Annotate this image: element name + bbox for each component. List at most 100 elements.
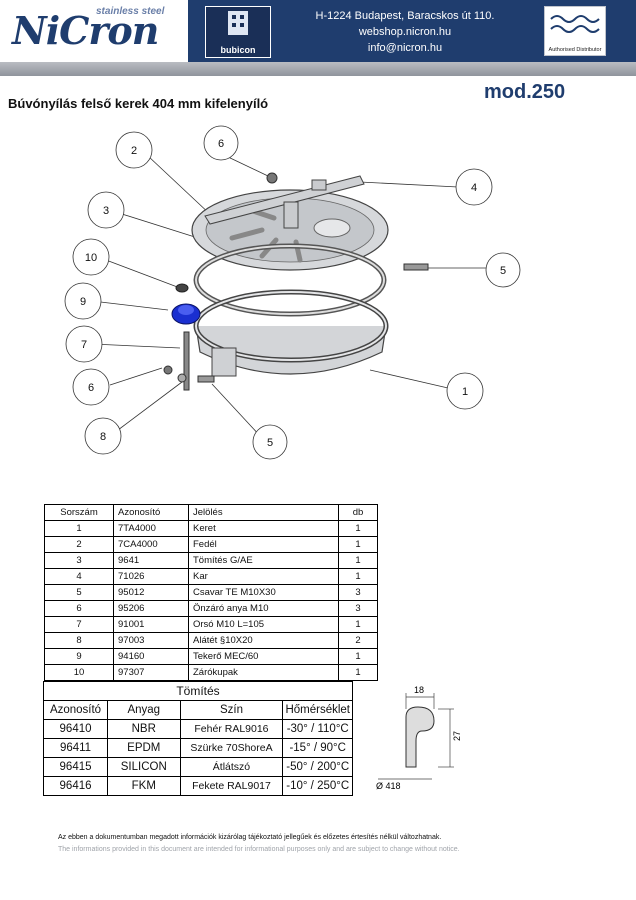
table-cell: 95206 <box>113 600 189 617</box>
col-header: Azonosító <box>113 504 189 521</box>
table-cell: 2 <box>338 632 378 649</box>
seal-profile-drawing: 18 27 Ø 418 <box>376 685 462 791</box>
table-cell: 1 <box>338 616 378 633</box>
table-cell: 7CA4000 <box>113 536 189 553</box>
disclaimer-en: The informations provided in this docume… <box>58 846 460 853</box>
table-cell: 4 <box>44 568 114 585</box>
table-cell: 91001 <box>113 616 189 633</box>
table-cell: 7 <box>44 616 114 633</box>
table-cell: FKM <box>107 776 181 796</box>
bubicon-label: bubicon <box>220 45 256 55</box>
table-cell: Átlátszó <box>179 757 284 777</box>
bolt-bottom <box>197 375 215 383</box>
bolt-right <box>403 263 429 271</box>
col-header: db <box>338 504 378 521</box>
parts-header-row: Sorszám Azonosító Jelölés db <box>44 504 378 521</box>
table-cell: 3 <box>338 600 378 617</box>
callout-3: 3 <box>103 205 109 217</box>
seal-profile <box>405 706 435 768</box>
table-cell: Csavar TE M10X30 <box>188 584 339 601</box>
email-link[interactable]: info@nicron.hu <box>367 42 443 54</box>
table-cell: 96410 <box>42 719 109 739</box>
callout-5a: 5 <box>500 265 506 277</box>
table-cell: 94160 <box>113 648 189 665</box>
table-cell: 10 <box>44 664 114 681</box>
table-cell: 9641 <box>113 552 189 569</box>
callout-9: 9 <box>80 296 86 308</box>
table-cell: -10° / 250°C <box>282 776 353 796</box>
dim-diameter: Ø 418 <box>376 781 401 791</box>
col-header: Szín <box>179 700 284 720</box>
table-cell: -30° / 110°C <box>282 719 353 739</box>
callout-5b: 5 <box>267 437 273 449</box>
cap <box>175 283 189 293</box>
table-cell: SILICON <box>107 757 181 777</box>
table-cell: 96415 <box>42 757 109 777</box>
disclaimer-hu: Az ebben a dokumentumban megadott inform… <box>58 834 442 841</box>
table-cell: 1 <box>338 520 378 537</box>
callout-7: 7 <box>81 339 87 351</box>
header-stripe <box>0 62 636 76</box>
table-cell: 97003 <box>113 632 189 649</box>
table-cell: Tömítés G/AE <box>188 552 339 569</box>
table-cell: 1 <box>338 552 378 569</box>
callout-4: 4 <box>471 182 477 194</box>
authorized-label: Authorised Distributor <box>548 47 602 53</box>
table-cell: 8 <box>44 632 114 649</box>
col-header: Jelölés <box>188 504 339 521</box>
table-cell: Keret <box>188 520 339 537</box>
table-cell: 5 <box>44 584 114 601</box>
table-cell: 9 <box>44 648 114 665</box>
seal-header-row: Azonosító Anyag Szín Hőmérséklet <box>42 700 353 720</box>
seal-caption: Tömítés <box>43 681 353 701</box>
table-cell: Fedél <box>188 536 339 553</box>
col-header: Anyag <box>107 700 181 720</box>
bubicon-icon <box>228 11 248 35</box>
table-cell: 1 <box>338 648 378 665</box>
table-cell: 1 <box>338 664 378 681</box>
table-cell: 97307 <box>113 664 189 681</box>
page-title: Búvónyílás felső kerek 404 mm kifelenyíl… <box>8 96 269 111</box>
spindle <box>183 331 190 391</box>
table-cell: 3 <box>44 552 114 569</box>
table-cell: -15° / 90°C <box>282 738 353 758</box>
header-bar: stainless steel NiCron bubicon H-1224 Bu… <box>0 0 636 62</box>
table-cell: Fehér RAL9016 <box>179 719 284 739</box>
table-cell: 6 <box>44 600 114 617</box>
callout-2: 2 <box>131 145 137 157</box>
model-number: mod.250 <box>484 81 566 103</box>
table-cell: 1 <box>44 520 114 537</box>
seal-table: Tömítés Azonosító Anyag Szín Hőmérséklet… <box>42 681 353 796</box>
table-cell: Tekerő MEC/60 <box>188 648 339 665</box>
col-header: Sorszám <box>44 504 114 521</box>
alfa-laval-icon <box>550 15 600 33</box>
table-cell: Szürke 70ShoreA <box>179 738 284 758</box>
table-cell: Kar <box>188 568 339 585</box>
address: H-1224 Budapest, Baracskos út 110. <box>315 10 495 22</box>
exploded-drawing: 2 6 4 3 10 5 9 7 6 1 8 5 <box>64 125 521 460</box>
callout-6b: 6 <box>88 382 94 394</box>
footer: Az ebben a dokumentumban megadott inform… <box>58 832 460 856</box>
table-cell: 3 <box>338 584 378 601</box>
table-cell: 2 <box>44 536 114 553</box>
table-cell: 96416 <box>42 776 109 796</box>
dim-height: 27 <box>452 731 462 741</box>
web-link[interactable]: webshop.nicron.hu <box>358 26 452 38</box>
table-cell: Zárókupak <box>188 664 339 681</box>
callout-8: 8 <box>100 431 106 443</box>
col-header: Azonosító <box>42 700 109 720</box>
nut-top <box>266 172 278 184</box>
table-cell: 95012 <box>113 584 189 601</box>
callout-10: 10 <box>85 252 97 264</box>
